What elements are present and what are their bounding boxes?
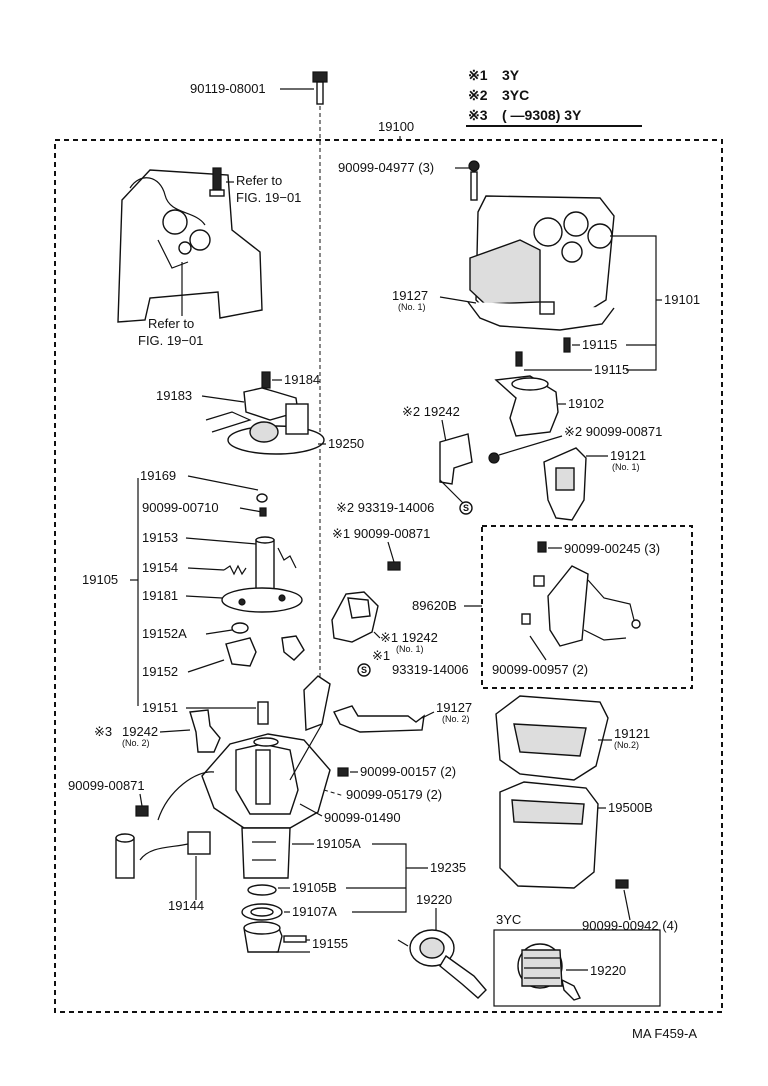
label-90119-08001: 90119-08001 bbox=[190, 81, 266, 96]
label-19242-3-sub: (No. 2) bbox=[122, 738, 150, 748]
label-19105: 19105 bbox=[82, 572, 118, 587]
legend-text-1: 3Y bbox=[502, 67, 520, 83]
label-19220: 19220 bbox=[416, 892, 452, 907]
label-19105b: 19105B bbox=[292, 880, 337, 895]
igniter-89620b-inset: 90099-00245 (3) 89620B 90099-00957 (2) bbox=[412, 525, 693, 689]
label-19144: 19144 bbox=[168, 898, 204, 913]
assembly-frame: 19100 bbox=[54, 119, 723, 1013]
label-19121-no1-sub: (No. 1) bbox=[612, 462, 640, 472]
label-19220-3yc: 19220 bbox=[590, 963, 626, 978]
label-93319-14006-1-mark: ※1 bbox=[372, 648, 390, 663]
label-19121-no2-sub: (No.2) bbox=[614, 740, 639, 750]
label-19107a: 19107A bbox=[292, 904, 337, 919]
label-19152: 19152 bbox=[142, 664, 178, 679]
label-90099-04977: 90099-04977 (3) bbox=[338, 160, 434, 175]
label-19115-b: 19115 bbox=[594, 362, 629, 377]
label-19127-no2-sub: (No. 2) bbox=[442, 714, 470, 724]
figure-code: MA F459-A bbox=[632, 1026, 697, 1041]
vacuum-advancer-19220: 19220 bbox=[397, 892, 487, 999]
inset-3yc: 3YC 19220 bbox=[493, 912, 661, 1007]
label-19154: 19154 bbox=[142, 560, 178, 575]
label-19151: 19151 bbox=[142, 700, 178, 715]
governor-group-19105: 19169 90099-00710 19153 19154 19181 1915… bbox=[82, 468, 305, 725]
legend-mark-2: ※2 bbox=[468, 87, 488, 103]
label-refer-bot-b: FIG. 19−01 bbox=[138, 333, 203, 348]
legend-text-2: 3YC bbox=[502, 87, 529, 103]
label-19242-1-sub: (No. 1) bbox=[396, 644, 424, 654]
cover-19121-no2: 19121 (No.2) bbox=[495, 695, 650, 781]
label-19153: 19153 bbox=[142, 530, 178, 545]
breaker-plate-group: 19184 19183 19250 bbox=[156, 371, 364, 455]
distributor-body: ※3 19242 (No. 2) 90099-00871 19144 90099… bbox=[68, 675, 466, 953]
bolt-90119-08001: 90119-08001 bbox=[190, 71, 328, 700]
label-19155: 19155 bbox=[312, 936, 348, 951]
housing-19500b: 19500B 90099-00942 (4) bbox=[499, 781, 678, 933]
bracket-19242-y: ※1 90099-00871 ※1 19242 (No. 1) ※1 S 933… bbox=[331, 526, 472, 733]
label-19181: 19181 bbox=[142, 588, 178, 603]
label-19100: 19100 bbox=[378, 119, 414, 134]
cover-19121-no1: 19121 (No. 1) bbox=[543, 447, 646, 521]
label-refer-top-a: Refer to bbox=[236, 173, 282, 188]
label-90099-00871-2: ※2 90099-00871 bbox=[564, 424, 662, 439]
label-19183: 19183 bbox=[156, 388, 192, 403]
label-90099-05179: 90099-05179 (2) bbox=[346, 787, 442, 802]
legend: ※1 3Y ※2 3YC ※3 ( —9308) 3Y bbox=[466, 67, 642, 127]
label-90099-00871: 90099-00871 bbox=[68, 778, 145, 793]
label-90099-00245: 90099-00245 (3) bbox=[564, 541, 660, 556]
label-19101: 19101 bbox=[664, 292, 700, 307]
bracket-19242-yc: ※2 19242 ※2 90099-00871 ※2 93319-14006 S bbox=[336, 404, 662, 515]
label-19102: 19102 bbox=[568, 396, 604, 411]
legend-text-3: ( —9308) 3Y bbox=[502, 107, 582, 123]
label-19242-2: ※2 19242 bbox=[402, 404, 460, 419]
label-19152a: 19152A bbox=[142, 626, 187, 641]
label-19242-3-mark: ※3 bbox=[94, 724, 112, 739]
label-19127-no1: 19127 bbox=[392, 288, 428, 303]
assembly-19100-boundary bbox=[54, 139, 723, 1013]
label-90099-00871-1: ※1 90099-00871 bbox=[332, 526, 430, 541]
legend-mark-3: ※3 bbox=[468, 107, 488, 123]
svg-text:S: S bbox=[463, 503, 469, 513]
label-19121-no1: 19121 bbox=[610, 448, 646, 463]
label-19169: 19169 bbox=[140, 468, 176, 483]
label-89620b: 89620B bbox=[412, 598, 457, 613]
label-19235: 19235 bbox=[430, 860, 466, 875]
label-19500b: 19500B bbox=[608, 800, 653, 815]
label-19242-1: ※1 19242 bbox=[380, 630, 438, 645]
label-90099-00942: 90099-00942 (4) bbox=[582, 918, 678, 933]
label-19121-no2: 19121 bbox=[614, 726, 650, 741]
label-19250: 19250 bbox=[328, 436, 364, 451]
label-19115-a: 19115 bbox=[582, 337, 617, 352]
label-refer-top-b: FIG. 19−01 bbox=[236, 190, 301, 205]
label-19127-no1-sub: (No. 1) bbox=[398, 302, 426, 312]
legend-mark-1: ※1 bbox=[468, 67, 488, 83]
distributor-cap-19101: 90099-04977 (3) 19127 (No. 1) 19101 1911… bbox=[338, 160, 700, 377]
label-90099-01490: 90099-01490 bbox=[324, 810, 401, 825]
label-refer-bot-a: Refer to bbox=[148, 316, 194, 331]
label-93319-14006-2: ※2 93319-14006 bbox=[336, 500, 434, 515]
label-90099-00957: 90099-00957 (2) bbox=[492, 662, 588, 677]
label-93319-14006-1: 93319-14006 bbox=[392, 662, 469, 677]
engine-head-illustration: Refer to FIG. 19−01 Refer to FIG. 19−01 bbox=[117, 167, 301, 348]
label-inset-3yc: 3YC bbox=[496, 912, 521, 927]
rotor-19102: 19102 bbox=[494, 375, 604, 437]
label-19105a: 19105A bbox=[316, 836, 361, 851]
label-19184: 19184 bbox=[284, 372, 320, 387]
label-90099-00710: 90099-00710 bbox=[142, 500, 219, 515]
label-19242-3: 19242 bbox=[122, 724, 158, 739]
svg-text:S: S bbox=[361, 665, 367, 675]
label-90099-00157: 90099-00157 (2) bbox=[360, 764, 456, 779]
label-19127-no2: 19127 bbox=[436, 700, 472, 715]
